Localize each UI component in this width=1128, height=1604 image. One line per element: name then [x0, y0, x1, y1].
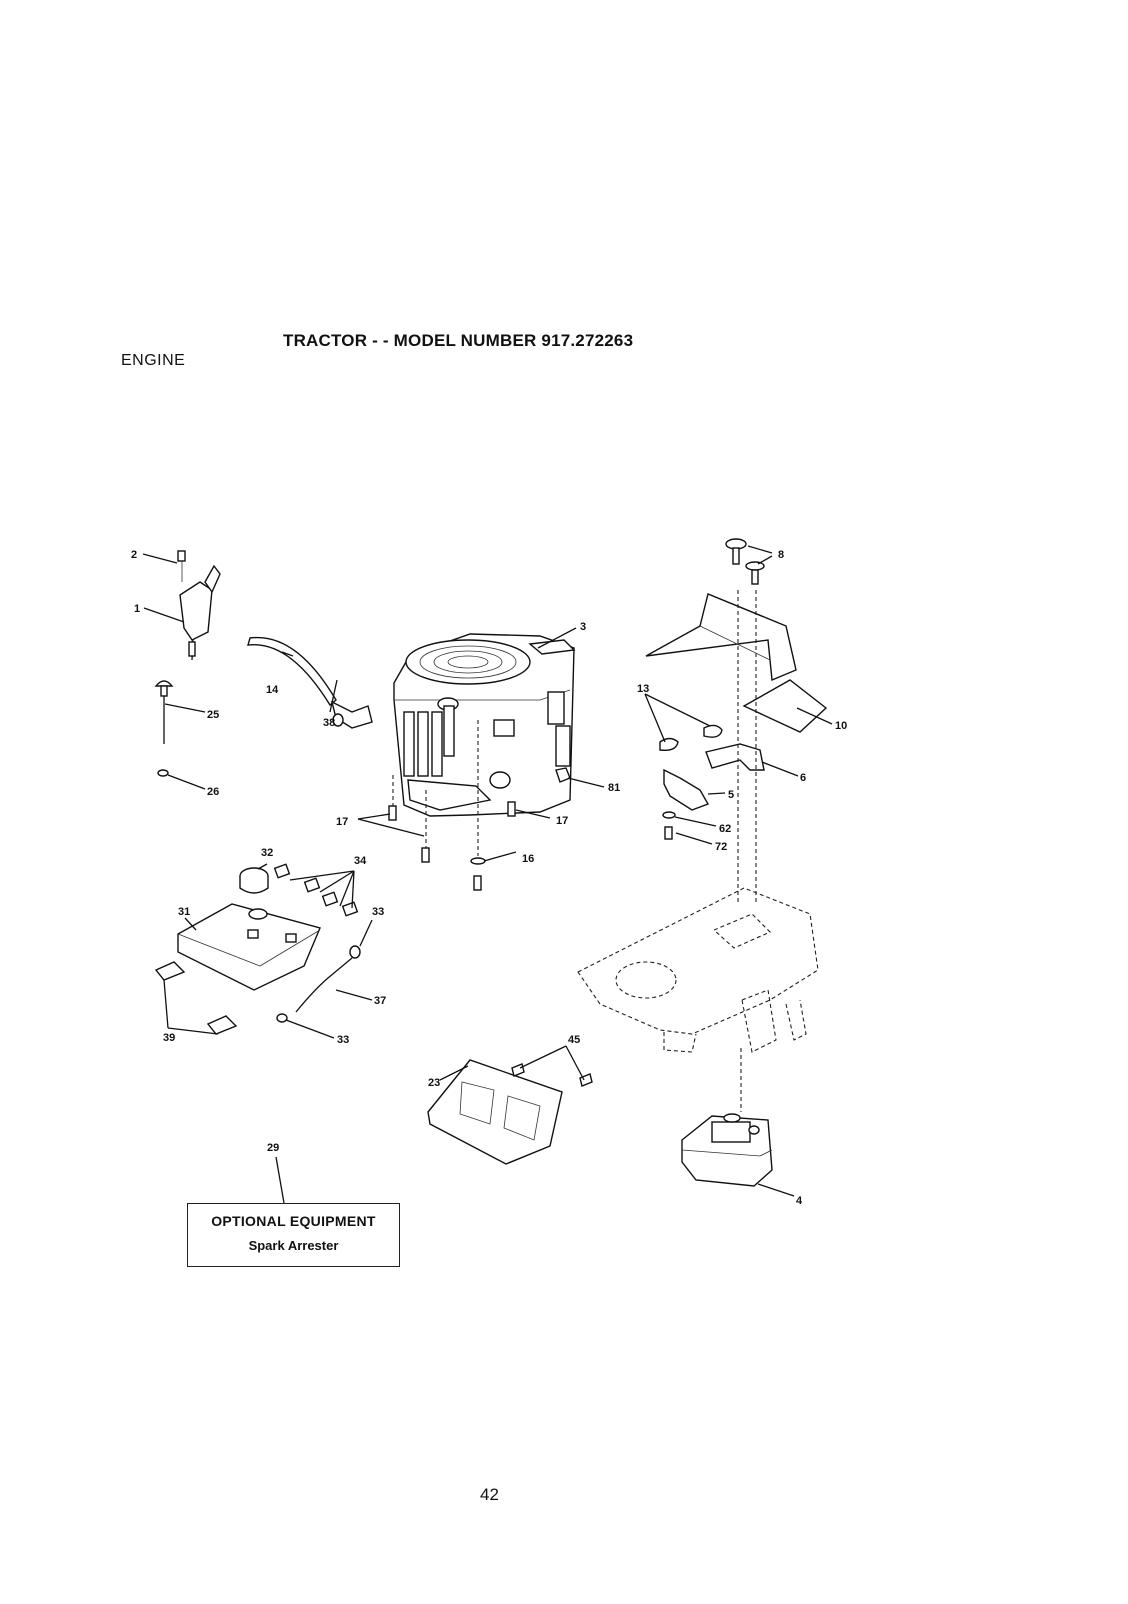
callout-17-right: 17	[556, 815, 568, 827]
callout-25: 25	[207, 709, 219, 721]
optional-equipment-box: OPTIONAL EQUIPMENT Spark Arrester	[187, 1203, 400, 1267]
callout-38: 38	[323, 717, 335, 729]
callout-33-top: 33	[372, 906, 384, 918]
fuel-line-part	[248, 638, 372, 728]
callout-1: 1	[134, 603, 140, 615]
callout-72: 72	[715, 841, 727, 853]
air-cleaner-part	[156, 864, 360, 1034]
callout-32: 32	[261, 847, 273, 859]
callout-4: 4	[796, 1195, 803, 1207]
frame-part	[578, 888, 818, 1052]
callout-6: 6	[800, 772, 806, 784]
callout-5: 5	[728, 789, 734, 801]
callout-29: 29	[267, 1142, 279, 1154]
callout-8: 8	[778, 549, 784, 561]
callout-2: 2	[131, 549, 137, 561]
optional-equipment-label: OPTIONAL EQUIPMENT	[188, 1213, 399, 1229]
callout-62: 62	[719, 823, 731, 835]
callout-34: 34	[354, 855, 367, 867]
callout-23: 23	[428, 1077, 440, 1089]
muffler-part	[682, 1048, 772, 1186]
callout-13: 13	[637, 683, 649, 695]
callout-17-left: 17	[336, 816, 348, 828]
callout-39: 39	[163, 1032, 175, 1044]
callout-16: 16	[522, 853, 534, 865]
callout-14: 14	[266, 684, 279, 696]
callout-37: 37	[374, 995, 386, 1007]
heat-shield-part	[646, 539, 826, 732]
dipstick-part	[156, 681, 172, 776]
callout-45: 45	[568, 1034, 580, 1046]
throttle-control-part	[178, 551, 220, 660]
callout-81: 81	[608, 782, 620, 794]
callout-31: 31	[178, 906, 190, 918]
page-number: 42	[480, 1485, 499, 1505]
muffler-bracket-part	[428, 1060, 592, 1164]
callout-26: 26	[207, 786, 219, 798]
callout-10: 10	[835, 720, 847, 732]
callout-3: 3	[580, 621, 586, 633]
engine-assembly-part	[394, 634, 574, 816]
callout-33-bottom: 33	[337, 1034, 349, 1046]
spark-arrester-label: Spark Arrester	[188, 1238, 399, 1253]
